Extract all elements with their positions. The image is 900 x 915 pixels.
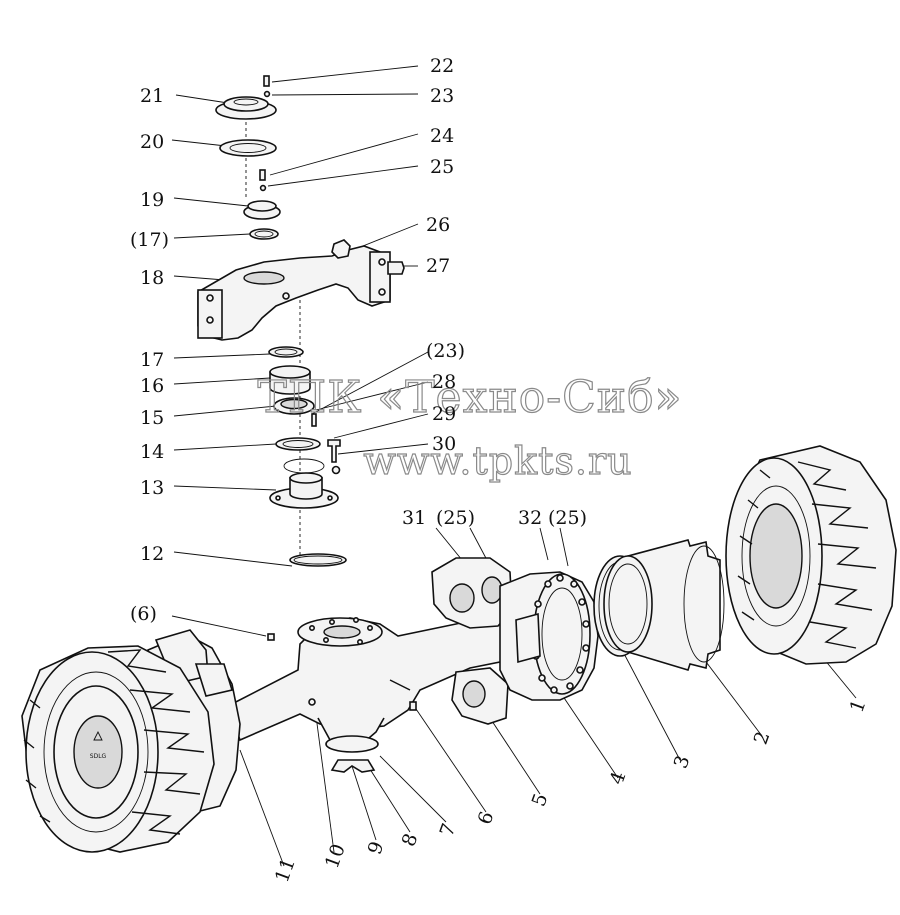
exploded-upper-parts [197, 75, 405, 567]
callout-17-paren: (17) [130, 229, 169, 251]
callout-32: 32 [518, 507, 542, 529]
callout-12: 12 [140, 543, 164, 565]
left-tire-tread [23, 649, 205, 835]
callout-3: 3 [670, 753, 695, 772]
right-hub-assembly [431, 557, 599, 725]
callout-10: 10 [321, 841, 350, 871]
watermark-company: ТПК «Техно-Сиб» [258, 372, 683, 423]
callout-25-paren-b: (25) [548, 507, 587, 529]
callout-6-paren: (6) [130, 603, 157, 625]
bracket-18 [197, 245, 391, 341]
callout-13: 13 [140, 477, 164, 499]
callout-28: 28 [432, 371, 456, 393]
callouts: 22 23 21 24 20 25 19 (17) 26 27 18 (23) … [130, 55, 870, 885]
callout-25: 25 [430, 156, 454, 178]
callout-2: 2 [750, 729, 775, 748]
callout-26: 26 [426, 214, 450, 236]
callout-23-paren: (23) [426, 340, 465, 362]
callout-8: 8 [398, 831, 423, 850]
callout-21: 21 [140, 85, 164, 107]
bushing-16 [269, 365, 311, 395]
watermark-url: www.tpkts.ru [363, 439, 632, 483]
axle-housing [227, 613, 513, 773]
hub-emblem: SDLG [90, 753, 107, 760]
callout-15: 15 [140, 407, 164, 429]
callout-30: 30 [432, 433, 456, 455]
callout-17: 17 [140, 349, 164, 371]
callout-25-paren-a: (25) [436, 507, 475, 529]
callout-1: 1 [846, 697, 871, 716]
rim-2 [603, 539, 725, 671]
callout-23: 23 [430, 85, 454, 107]
callout-27: 27 [426, 255, 450, 277]
tire-1 [725, 445, 897, 665]
callout-24: 24 [430, 125, 454, 147]
pin-housing-13 [269, 458, 339, 509]
callout-16: 16 [140, 375, 164, 397]
callout-22: 22 [430, 55, 454, 77]
callout-19: 19 [140, 189, 164, 211]
callout-18: 18 [140, 267, 164, 289]
callout-20: 20 [140, 131, 164, 153]
callout-7: 7 [436, 821, 461, 840]
left-wheel-assembly: SDLG [21, 629, 241, 853]
callout-9: 9 [364, 839, 389, 858]
watermark: ТПК «Техно-Сиб» www.tpkts.ru [257, 371, 683, 483]
cover-21 [215, 96, 277, 120]
tire-1-tread [737, 461, 877, 649]
callout-14: 14 [140, 441, 164, 463]
leader-lines [171, 65, 857, 867]
callout-11: 11 [271, 855, 300, 885]
callout-29: 29 [432, 403, 456, 425]
callout-31: 31 [402, 507, 426, 529]
callout-4: 4 [606, 769, 631, 788]
